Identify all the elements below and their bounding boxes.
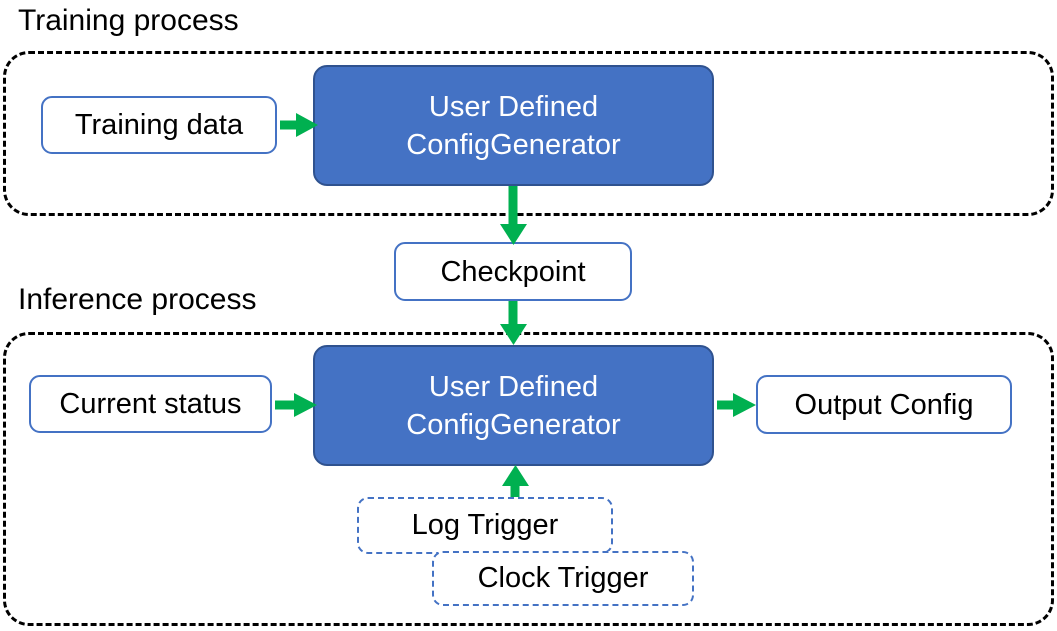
- node-log-trigger[interactable]: Log Trigger: [357, 497, 613, 554]
- node-training-config-generator[interactable]: User Defined ConfigGenerator: [313, 65, 714, 186]
- node-log-trigger-label: Log Trigger: [411, 509, 559, 541]
- node-clock-trigger-label: Clock Trigger: [477, 562, 649, 594]
- node-training-data-label: Training data: [74, 109, 244, 141]
- node-current-status-label: Current status: [59, 388, 242, 420]
- node-inference-config-generator-line1: User Defined: [428, 370, 599, 403]
- node-checkpoint-label: Checkpoint: [440, 255, 586, 288]
- node-inference-config-generator[interactable]: User Defined ConfigGenerator: [313, 345, 714, 466]
- node-training-config-generator-line2: ConfigGenerator: [406, 128, 621, 161]
- node-training-data[interactable]: Training data: [41, 96, 277, 154]
- node-output-config[interactable]: Output Config: [756, 375, 1012, 434]
- node-clock-trigger[interactable]: Clock Trigger: [432, 551, 694, 606]
- node-output-config-label: Output Config: [794, 388, 974, 421]
- training-process-group: [3, 51, 1054, 216]
- node-inference-config-generator-line2: ConfigGenerator: [406, 408, 621, 441]
- node-checkpoint[interactable]: Checkpoint: [394, 242, 632, 301]
- node-training-config-generator-line1: User Defined: [428, 90, 599, 123]
- training-process-label: Training process: [18, 4, 239, 37]
- inference-process-group: [3, 332, 1054, 626]
- node-current-status[interactable]: Current status: [29, 375, 272, 433]
- inference-process-label: Inference process: [18, 283, 257, 316]
